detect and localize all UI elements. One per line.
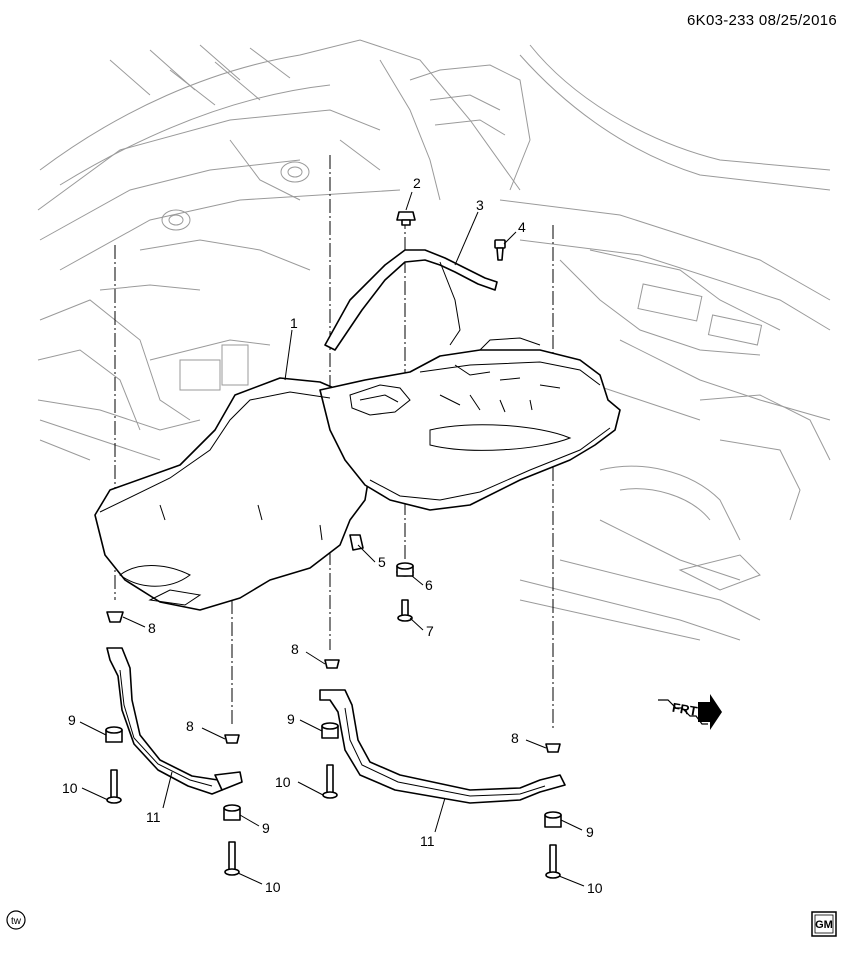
- tank-fastener-2: [396, 211, 416, 226]
- front-direction-arrow: FRT: [658, 694, 722, 730]
- insulator-8-set: [106, 611, 561, 753]
- callout-8-d: 8: [511, 730, 519, 746]
- bolt-10-set: [106, 764, 561, 879]
- callout-9-b: 9: [287, 711, 295, 727]
- callout-11-a: 11: [146, 809, 161, 825]
- callout-4: 4: [518, 219, 526, 235]
- callout-10-a: 10: [62, 780, 78, 796]
- vehicle-underbody-background: [37, 39, 831, 641]
- gm-brand-text: GM: [815, 919, 833, 931]
- callout-8-c: 8: [186, 718, 194, 734]
- callout-leaders: [79, 191, 585, 887]
- callout-5: 5: [378, 554, 386, 570]
- fuel-tank-strap-right: [319, 689, 566, 804]
- callout-8-b: 8: [291, 641, 299, 657]
- callout-11-b: 11: [420, 833, 435, 849]
- diagram-reference-id: 6K03-233 08/25/2016: [687, 12, 837, 29]
- callout-9-a: 9: [68, 712, 76, 728]
- callout-8-a: 8: [148, 620, 156, 636]
- callout-2: 2: [413, 175, 421, 191]
- callout-10-d: 10: [587, 880, 603, 896]
- insulator-6: [396, 562, 414, 577]
- fuel-tank-strap-left: [106, 647, 243, 795]
- bolt-4: [494, 239, 506, 261]
- fuel-tank: [94, 337, 621, 611]
- front-direction-label: FRT: [671, 700, 699, 719]
- callout-6: 6: [425, 577, 433, 593]
- callout-9-d: 9: [586, 824, 594, 840]
- callout-10-c: 10: [265, 879, 281, 895]
- tw-logo: tw: [6, 910, 26, 930]
- callout-9-c: 9: [262, 820, 270, 836]
- gm-brand-logo: GM: [811, 911, 837, 937]
- callout-7: 7: [426, 623, 434, 639]
- callout-10-b: 10: [275, 774, 291, 790]
- fuel-tank-shield-bracket: [324, 249, 498, 351]
- callout-1: 1: [290, 315, 298, 331]
- callout-labels: 1 2 3 4 5 6 7 8 8 8 8 9 9 9 9 10 10 10 1…: [62, 175, 603, 896]
- bolt-7: [397, 599, 413, 622]
- insulator-9-set: [105, 722, 562, 828]
- callout-3: 3: [476, 197, 484, 213]
- tw-logo-text: tw: [11, 916, 22, 927]
